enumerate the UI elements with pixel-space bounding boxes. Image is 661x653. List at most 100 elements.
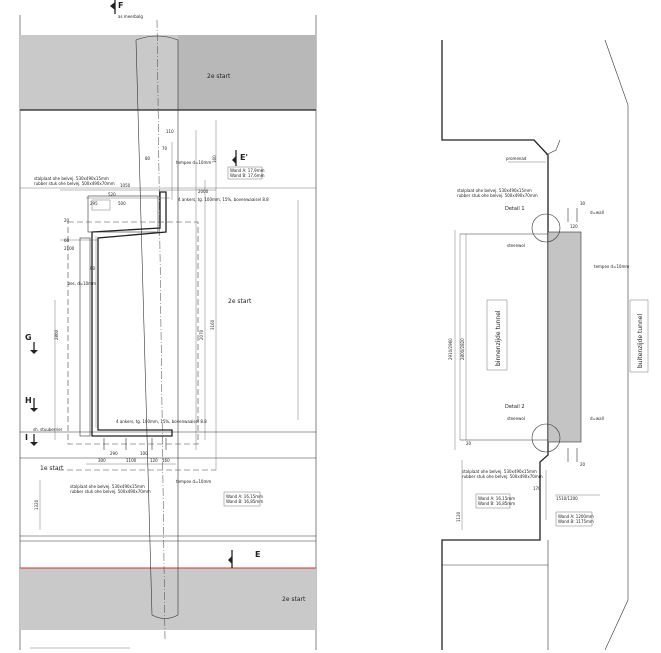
svg-text:H: H bbox=[25, 396, 32, 405]
section-marker-f: F bbox=[110, 0, 123, 14]
dim-label: 160 bbox=[212, 155, 217, 163]
note-tempex-top: tempex d=10mm bbox=[176, 160, 211, 165]
plate-bottom-line-2: rubber stuk ohe belvej. 500x490x70mm bbox=[70, 489, 151, 494]
dim-label: 90 bbox=[90, 266, 96, 271]
svg-text:E: E bbox=[255, 550, 260, 559]
dim-label: 30 bbox=[580, 201, 586, 206]
left-plan-view: F as meerbalg E' E G H I 2e st bbox=[19, 0, 317, 650]
dim-label: 20 bbox=[64, 218, 70, 223]
wand-bottom-right-box bbox=[555, 511, 593, 527]
dim-label: 290 bbox=[110, 451, 118, 456]
wand-bottom-left-box bbox=[475, 493, 511, 509]
dim-label: 2100 bbox=[64, 246, 75, 251]
dim-label-bottom: 1510/1200 bbox=[556, 496, 578, 501]
dim-label: 1100 bbox=[126, 458, 137, 463]
plate-top-line-2: rubber stuk ohe belvej. 500x490x70mm bbox=[457, 193, 538, 198]
dim-label-left: 2910/2960 bbox=[448, 338, 453, 360]
svg-text:F: F bbox=[118, 1, 123, 10]
label-promenade: promenad bbox=[506, 156, 527, 161]
wand-bottom-left-line-1: Wand A: 16,15mm bbox=[478, 496, 515, 501]
label-steenwol-top: steenwol bbox=[507, 243, 525, 248]
section-marker-e-bottom: E bbox=[228, 550, 260, 568]
wand-top-line-1: Wand A: 17,9mm bbox=[230, 168, 265, 173]
anchor-group-top bbox=[567, 208, 578, 222]
wand-bottom-left-line-2: Wand B: 16,85mm bbox=[478, 501, 515, 506]
dim-label: 1050 bbox=[120, 183, 131, 188]
svg-text:E': E' bbox=[240, 153, 248, 162]
svg-text:G: G bbox=[25, 333, 32, 342]
grey-panel-outline bbox=[547, 231, 582, 443]
tunnel-outer-label: buitenzijde tunnel bbox=[637, 314, 644, 368]
dim-label: 120 bbox=[150, 458, 158, 463]
dim-label: 520 bbox=[108, 192, 116, 197]
label-dwall-bottom: d=wall bbox=[590, 416, 604, 421]
right-section-view: binnenzijde tunnel buitenzijde tunnel pr… bbox=[441, 39, 649, 651]
dim-label: 3160 bbox=[210, 319, 215, 330]
section-marker-g: G bbox=[25, 333, 38, 354]
dim-label: 110 bbox=[166, 129, 174, 134]
element-outline bbox=[91, 191, 173, 437]
note-stuuberrier: sh. stuuberrier bbox=[33, 427, 63, 432]
plate-bottom-line-2: rubber stuk ohe belvej. 500x490x70mm bbox=[462, 474, 543, 479]
anchor-group bbox=[103, 438, 167, 450]
label-detail-1: Detail 1 bbox=[505, 206, 525, 212]
plate-bottom-line-1: stalplaat ohe belvej. 530x490x15mm bbox=[70, 484, 145, 489]
dim-label: 70 bbox=[162, 146, 168, 151]
detail-2-circle bbox=[531, 423, 561, 453]
dim-label-inner: 2800/2820 bbox=[460, 338, 465, 360]
plate-bottom-line-1: stalplaat ohe belvej. 530x490x15mm bbox=[462, 469, 537, 474]
tunnel-inner-label: binnenzijde tunnel bbox=[495, 310, 502, 366]
note-ankers-top: 4 ankers, tg. 100mm, 15%, bovenwaaisel 8… bbox=[178, 197, 269, 202]
tunnel-top-edge bbox=[545, 139, 561, 156]
grey-slab-bottom bbox=[20, 568, 316, 630]
note-tempex-bottom: tempex d=10mm bbox=[176, 479, 211, 484]
column-edge-left bbox=[135, 39, 153, 616]
dim-label: 300 bbox=[98, 458, 106, 463]
plate-top-line-1: stalplaat ohe belvej. 530x490x15mm bbox=[457, 188, 532, 193]
label-steenwol-bottom: steenwol bbox=[507, 416, 525, 421]
dim-label: 170 bbox=[533, 486, 541, 491]
label-detail-2: Detail 2 bbox=[505, 404, 525, 410]
small-detail-rect bbox=[91, 199, 111, 211]
anchor-group-bottom bbox=[567, 448, 578, 462]
wand-top-box bbox=[227, 166, 263, 180]
dim-label: 2860 bbox=[54, 329, 59, 340]
plate-top-line-2: rubber stuk ohe belvej. 500x490x70mm bbox=[34, 181, 115, 186]
grey-panel bbox=[548, 232, 581, 442]
top-note: as meerbalg bbox=[118, 14, 143, 19]
dashed-outline-element bbox=[67, 221, 199, 445]
plate-top-line-1: stalplaat ohe belvej. 530x490x15mm bbox=[34, 176, 109, 181]
section-marker-h: H bbox=[25, 396, 38, 412]
label-2e-start-bottom: 2e start bbox=[282, 596, 306, 603]
wand-top-line-2: Wand B: 17,6mm bbox=[230, 173, 265, 178]
detail-1-circle bbox=[531, 213, 561, 243]
wand-bottom-line-2: Wand B: 16,85mm bbox=[226, 499, 263, 504]
dim-label: 295 bbox=[90, 201, 98, 206]
label-1e-start: 1e start bbox=[40, 465, 64, 472]
tunnel-inner-box bbox=[486, 299, 508, 371]
dim-label: 20 bbox=[466, 441, 472, 446]
note-zes: zes. d=10mm bbox=[68, 281, 96, 286]
dim-label: 2000 bbox=[198, 189, 209, 194]
svg-text:I: I bbox=[25, 433, 28, 442]
dim-label: 20 bbox=[580, 462, 586, 467]
column-cap-bottom bbox=[151, 614, 179, 619]
left-wall-strip bbox=[79, 237, 91, 437]
grey-slab-top-inner bbox=[178, 35, 316, 110]
dim-label: 80 bbox=[145, 156, 151, 161]
wand-bottom-line-1: Wand A: 16,15mm bbox=[226, 494, 263, 499]
section-marker-e-top: E' bbox=[232, 150, 248, 166]
section-marker-i: I bbox=[25, 433, 38, 446]
note-ankers-bottom: 4 ankers, tg. 100mm, 15%, bovenwaaisel 8… bbox=[116, 419, 207, 424]
dim-label: 500 bbox=[118, 201, 126, 206]
tunnel-outer-box bbox=[629, 299, 649, 373]
wand-bottom-right-line-1: Wand A: 1200mm bbox=[558, 514, 594, 519]
label-tempex: tempex d=10mm bbox=[594, 264, 629, 269]
dim-label: 120 bbox=[570, 224, 578, 229]
label-dwall-top: d=wall bbox=[590, 210, 604, 215]
column-axis bbox=[156, 19, 166, 641]
column-cap-top bbox=[135, 35, 179, 41]
dim-label: 1320 bbox=[34, 499, 39, 510]
dim-label: 2070 bbox=[199, 329, 204, 340]
